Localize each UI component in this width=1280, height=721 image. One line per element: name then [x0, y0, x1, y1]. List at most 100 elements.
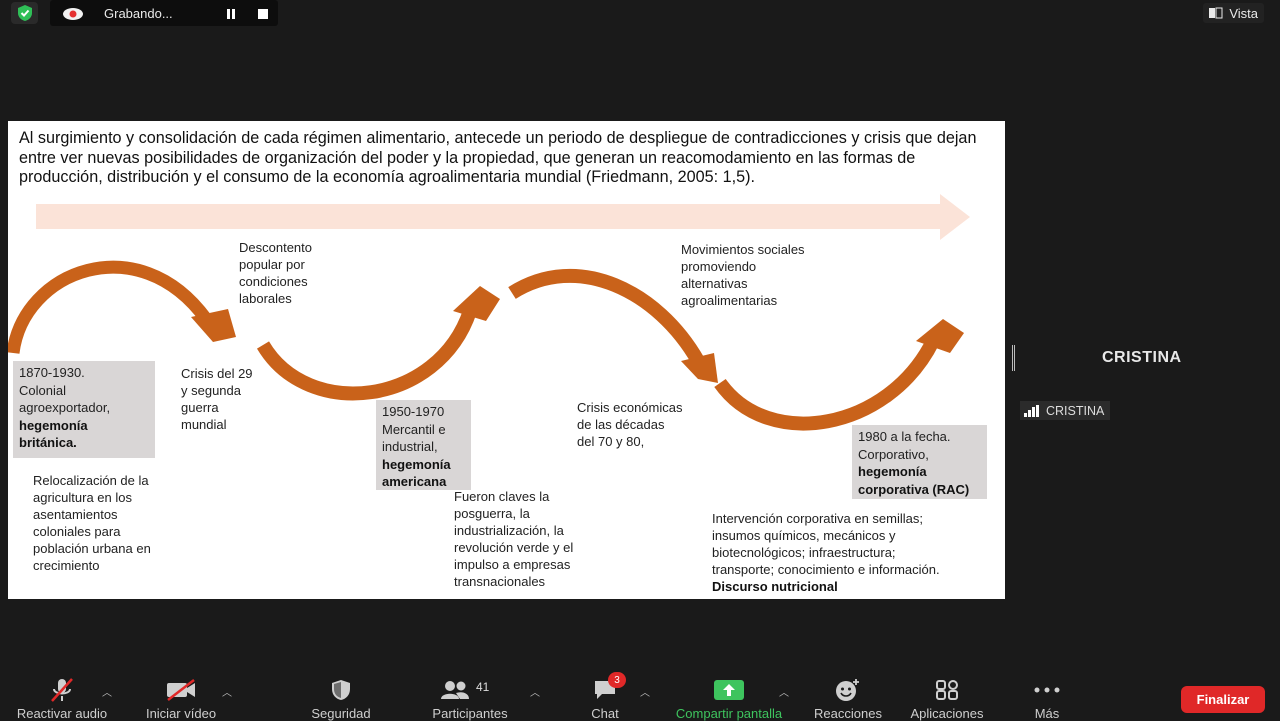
slide-intro-text: Al surgimiento y consolidación de cada r…	[19, 129, 977, 186]
era-box-1950: 1950-1970 Mercantil e industrial, hegemo…	[376, 400, 471, 490]
cycle-arrow-2	[256, 308, 477, 401]
audio-options-chevron-icon[interactable]: ︿	[102, 688, 112, 699]
label-line: condiciones	[239, 274, 308, 289]
participants-button[interactable]: 41 Participantes	[427, 676, 513, 721]
label-crisis-economicas: Crisis económicas de las décadas del 70 …	[577, 399, 682, 450]
more-label: Más	[1034, 706, 1060, 721]
label-line: del 70 y 80,	[577, 434, 645, 449]
shared-slide: Al surgimiento y consolidación de cada r…	[8, 121, 1005, 599]
label-line: Intervención corporativa en semillas;	[712, 511, 923, 526]
label-line: y segunda	[181, 383, 241, 398]
stop-recording-icon[interactable]	[257, 7, 269, 19]
timeline-arrow	[36, 194, 970, 240]
panel-resize-handle[interactable]	[1012, 345, 1015, 371]
view-button[interactable]: Vista	[1203, 3, 1264, 23]
share-options-chevron-icon[interactable]: ︿	[779, 688, 789, 699]
era-box-line: 1950-1970	[382, 404, 445, 419]
era-box-1980: 1980 a la fecha. Corporativo, hegemonía …	[852, 425, 987, 499]
label-fueron-claves: Fueron claves la posguerra, la industria…	[454, 488, 573, 590]
label-line: población urbana en	[33, 541, 151, 556]
label-line: Movimientos sociales	[681, 242, 805, 257]
participants-count: 41	[476, 680, 490, 694]
label-line: insumos químicos, mecánicos y	[712, 528, 896, 543]
start-video-button[interactable]: Iniciar vídeo	[138, 676, 224, 721]
label-line: promoviendo	[681, 259, 757, 274]
chat-icon: 3	[592, 672, 626, 704]
label-line: coloniales para	[33, 524, 121, 539]
era-box-bold: británica.	[19, 435, 77, 450]
shield-check-icon	[17, 5, 32, 21]
label-line: Fueron claves la	[454, 489, 550, 504]
cycle-arrow-3	[508, 269, 705, 365]
cycle-arrowhead-1	[191, 309, 236, 342]
apps-icon	[935, 676, 959, 704]
era-box-line: industrial,	[382, 439, 438, 454]
cycle-arrowhead-4	[916, 319, 964, 353]
label-line: asentamientos	[33, 507, 118, 522]
recording-cloud-icon	[62, 5, 84, 21]
chat-button[interactable]: 3 Chat	[585, 672, 626, 721]
label-line: alternativas	[681, 276, 748, 291]
label-intervencion: Intervención corporativa en semillas; in…	[712, 510, 940, 595]
cycle-arrowhead-3	[681, 353, 718, 383]
participant-name-tag: CRISTINA	[1020, 401, 1111, 420]
recording-label: Grabando...	[104, 5, 173, 21]
security-label: Seguridad	[311, 706, 371, 721]
more-button[interactable]: Más	[1030, 676, 1064, 721]
era-box-bold: americana	[382, 474, 447, 489]
reactions-label: Reacciones	[814, 706, 882, 721]
label-line: revolución verde y el	[454, 540, 574, 555]
unmute-audio-button[interactable]: Reactivar audio	[12, 676, 112, 721]
shield-icon	[330, 676, 352, 704]
label-line: impulso a empresas	[454, 557, 571, 572]
chat-unread-badge: 3	[608, 672, 626, 688]
signal-bars-icon	[1024, 404, 1039, 417]
cycle-arrow-1	[8, 260, 212, 355]
era-box-1870: 1870-1930. Colonial agroexportador, hege…	[13, 361, 155, 458]
era-box-line: Mercantil e	[382, 421, 446, 437]
era-box-bold: corporativa (RAC)	[858, 481, 970, 497]
era-box-line: Colonial	[19, 382, 66, 398]
participants-options-chevron-icon[interactable]: ︿	[530, 688, 540, 699]
reactions-button[interactable]: Reacciones	[810, 676, 886, 721]
label-line: popular por	[239, 257, 305, 272]
share-screen-label: Compartir pantalla	[675, 706, 783, 721]
view-icon	[1209, 7, 1223, 19]
slide-diagram	[8, 194, 970, 431]
chat-options-chevron-icon[interactable]: ︿	[640, 688, 650, 699]
pause-recording-icon[interactable]	[225, 7, 237, 19]
participant-name-large: CRISTINA	[1102, 349, 1182, 366]
label-line: crecimiento	[33, 558, 100, 573]
label-line: de las décadas	[577, 417, 665, 432]
video-options-chevron-icon[interactable]: ︿	[222, 688, 232, 699]
participant-name-tag-label: CRISTINA	[1046, 403, 1105, 418]
start-video-label: Iniciar vídeo	[145, 706, 217, 721]
muted-mic-icon	[48, 676, 76, 704]
unmute-audio-label: Reactivar audio	[16, 706, 108, 721]
video-off-icon	[165, 676, 197, 704]
label-line: agricultura en los	[33, 490, 132, 505]
share-screen-button[interactable]: Compartir pantalla	[667, 676, 791, 721]
security-shield-badge[interactable]	[11, 2, 38, 24]
cycle-arrowhead-2	[453, 286, 500, 321]
label-line: Crisis del 29	[181, 366, 253, 381]
label-line: Descontento	[239, 240, 312, 255]
era-box-line: 1980 a la fecha.	[858, 429, 951, 444]
label-line: biotecnológicos; infraestructura;	[712, 545, 896, 560]
reaction-smiley-icon	[835, 676, 861, 704]
security-button[interactable]: Seguridad	[305, 676, 377, 721]
end-meeting-button[interactable]: Finalizar	[1181, 686, 1265, 713]
participants-icon: 41	[440, 676, 500, 704]
apps-button[interactable]: Aplicaciones	[905, 676, 989, 721]
era-box-line: Corporativo,	[858, 446, 929, 462]
label-line: laborales	[239, 291, 292, 306]
apps-label: Aplicaciones	[910, 706, 984, 721]
label-line: transporte; conocimiento e información.	[712, 562, 940, 577]
label-line: mundial	[181, 417, 227, 432]
label-relocalizacion: Relocalización de la agricultura en los …	[33, 472, 151, 574]
cycle-arrow-4	[714, 337, 940, 431]
label-line: transnacionales	[454, 574, 546, 589]
more-dots-icon	[1033, 676, 1061, 704]
era-box-line: agroexportador,	[19, 400, 111, 415]
label-movimientos: Movimientos sociales promoviendo alterna…	[681, 241, 805, 309]
